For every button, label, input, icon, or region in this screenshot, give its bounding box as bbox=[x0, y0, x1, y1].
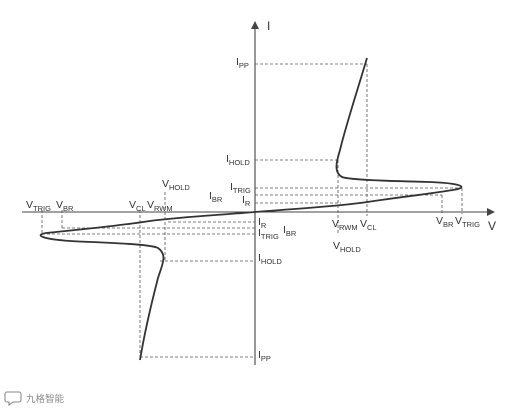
y-axis-name: I bbox=[267, 19, 270, 33]
label-itrig-top: ITRIG bbox=[230, 181, 251, 195]
label-vcl-neg: VCL bbox=[129, 199, 146, 213]
label-ibr-top: IBR bbox=[209, 190, 223, 204]
label-ihold-top: IHOLD bbox=[226, 153, 250, 167]
label-vtrig-pos: VTRIG bbox=[455, 215, 480, 229]
iv-curve-positive bbox=[254, 57, 463, 213]
label-ipp-top: IPP bbox=[236, 56, 249, 70]
label-ibr-bot: IBR bbox=[283, 224, 297, 238]
label-ipp-bot: IPP bbox=[258, 349, 271, 363]
label-ir-bot: IR bbox=[258, 216, 267, 230]
label-vtrig-neg: VTRIG bbox=[26, 199, 51, 213]
label-vcl-pos: VCL bbox=[360, 218, 377, 232]
watermark-text: 九格智能 bbox=[26, 393, 65, 405]
label-vrwm-pos: VRWM bbox=[332, 218, 358, 232]
label-vhold-neg: VHOLD bbox=[162, 178, 190, 192]
label-vhold-pos: VHOLD bbox=[333, 240, 361, 254]
watermark: 九格智能 bbox=[4, 391, 65, 407]
label-itrig-bot: ITRIG bbox=[258, 227, 279, 241]
iv-curve-negative bbox=[39, 211, 256, 361]
label-ihold-bot: IHOLD bbox=[258, 252, 282, 266]
label-ir-top: IR bbox=[242, 194, 251, 208]
label-vrwm-neg: VRWM bbox=[147, 199, 173, 213]
x-axis-name: V bbox=[488, 219, 496, 233]
label-vbr-pos: VBR bbox=[436, 215, 454, 229]
reference-lines bbox=[41, 63, 463, 358]
label-vbr-neg: VBR bbox=[56, 199, 74, 213]
chat-bubble-icon bbox=[4, 391, 22, 407]
